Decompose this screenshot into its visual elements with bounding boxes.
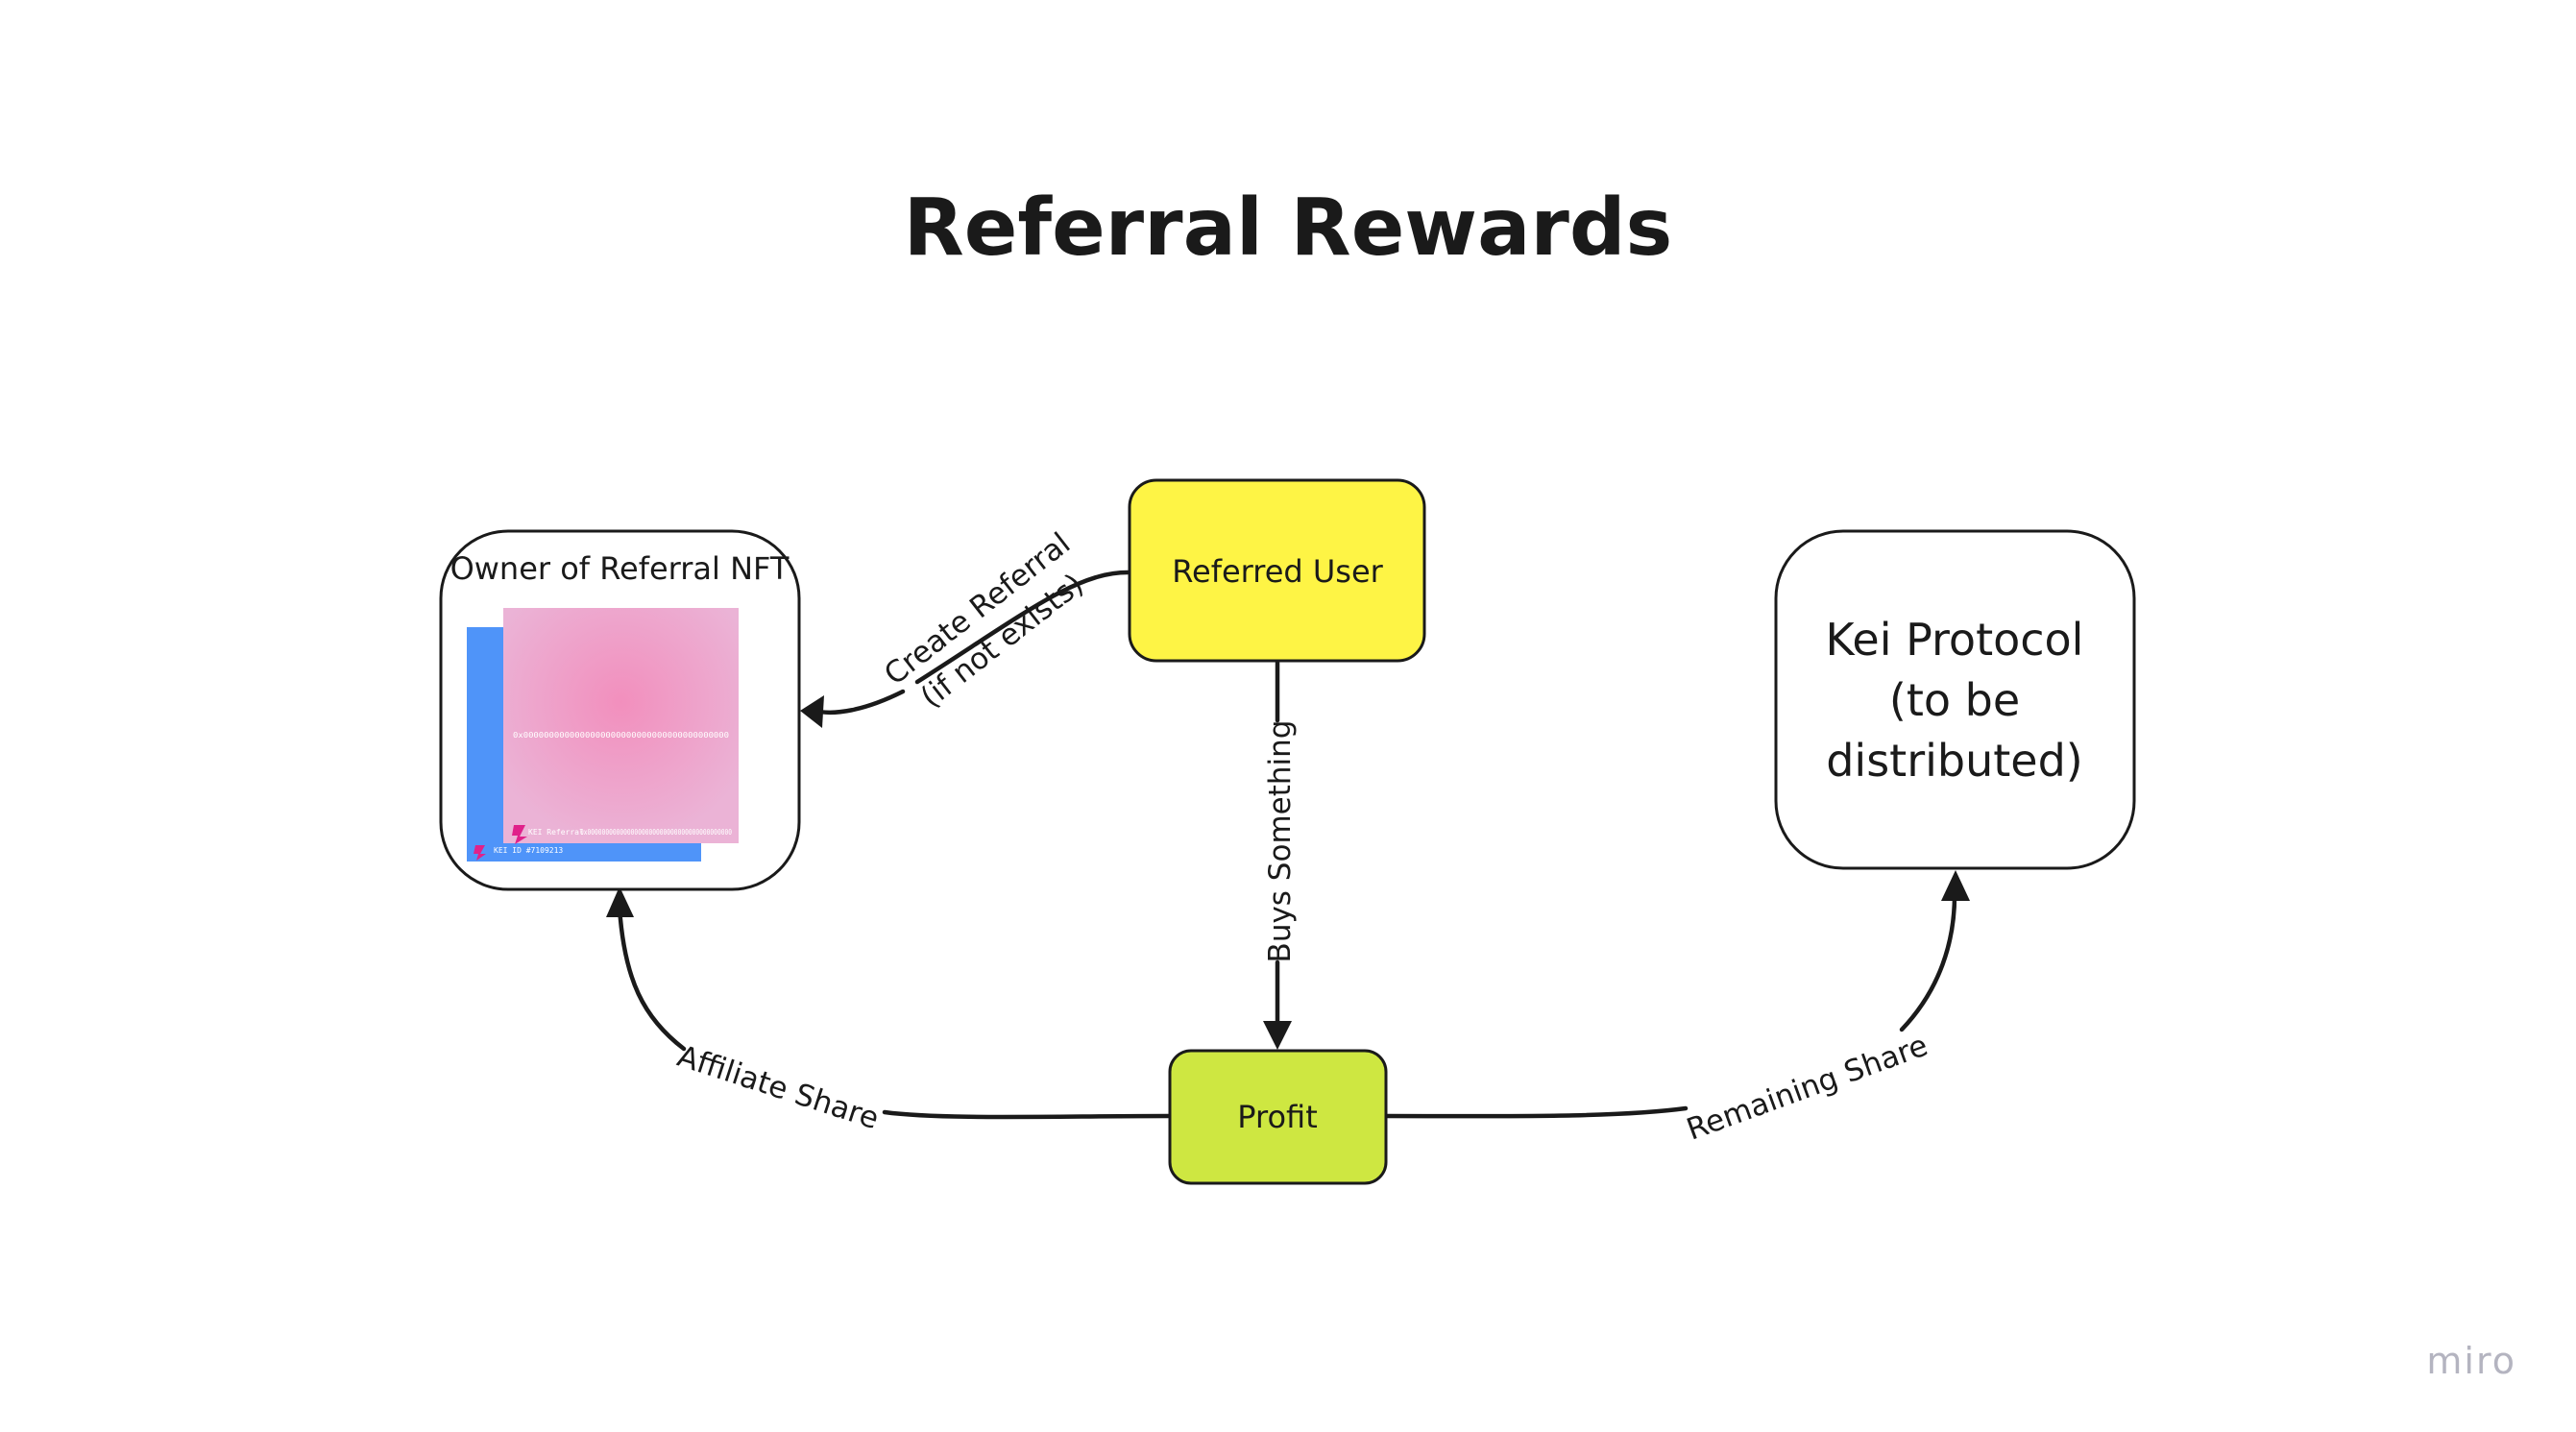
kei-protocol-label-line2: (to be xyxy=(1889,674,2020,726)
node-profit[interactable]: Profit xyxy=(1168,1049,1388,1185)
nft-brand-address: 0x00000000000000000000000000000000000000… xyxy=(580,828,732,837)
miro-watermark: miro xyxy=(2426,1340,2516,1382)
node-owner-of-referral-nft[interactable]: Owner of Referral NFT KEI ID #7109213 0x… xyxy=(439,529,801,891)
nft-card-image: KEI ID #7109213 0x0000000000000000000000… xyxy=(467,608,739,862)
edge-remaining-share[interactable]: Remaining Share xyxy=(1384,870,1970,1148)
buys-something-arrowhead xyxy=(1263,1021,1292,1050)
edge-buys-something[interactable]: Buys Something xyxy=(1263,660,1298,1050)
kei-protocol-label-line1: Kei Protocol xyxy=(1826,614,2084,666)
kei-protocol-label-line3: distributed) xyxy=(1826,735,2083,787)
edge-create-referral[interactable]: Create Referral (if not exists) xyxy=(800,526,1130,728)
affiliate-share-label: Affiliate Share xyxy=(673,1039,883,1137)
remaining-share-label: Remaining Share xyxy=(1682,1029,1932,1148)
nft-brand-text: KEI Referral xyxy=(528,828,584,837)
page-title: Referral Rewards xyxy=(904,182,1673,274)
edge-affiliate-share[interactable]: Affiliate Share xyxy=(606,886,1171,1137)
nft-front-address: 0x00000000000000000000000000000000000000… xyxy=(513,731,729,740)
nft-card-front xyxy=(503,608,739,843)
nft-logo-icon xyxy=(512,825,527,844)
affiliate-share-arrowhead xyxy=(606,886,634,917)
create-referral-arrowhead xyxy=(800,695,824,728)
nft-back-logo-icon xyxy=(474,845,486,861)
nft-back-text: KEI ID #7109213 xyxy=(494,846,563,855)
remaining-share-arrowhead xyxy=(1941,870,1970,901)
referred-user-label: Referred User xyxy=(1172,553,1383,590)
node-kei-protocol[interactable]: Kei Protocol (to be distributed) xyxy=(1774,529,2136,870)
buys-something-label: Buys Something xyxy=(1263,720,1298,963)
node-referred-user[interactable]: Referred User xyxy=(1128,478,1426,663)
owner-label: Owner of Referral NFT xyxy=(450,550,790,587)
profit-label: Profit xyxy=(1237,1099,1317,1135)
